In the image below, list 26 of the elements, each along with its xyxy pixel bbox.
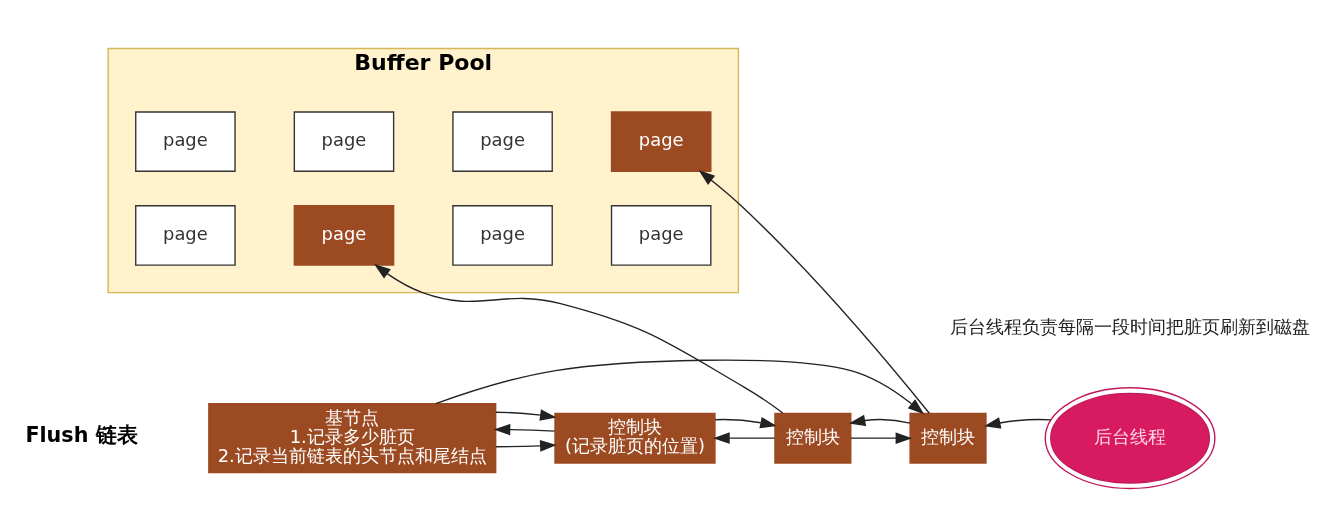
arrow (984, 416, 1052, 429)
node-box: page (293, 110, 395, 172)
arrow (848, 414, 911, 426)
arrow (698, 169, 930, 414)
arrow (495, 439, 557, 452)
arrow (493, 423, 556, 435)
node-box: page (135, 110, 236, 172)
node-box: 控制块 (记录脏页的位置) (554, 412, 716, 464)
arrow (374, 263, 784, 414)
node-box: page (610, 204, 712, 266)
node-box: page (610, 110, 712, 172)
arrow (714, 416, 777, 428)
arrow (435, 358, 925, 414)
node-ellipse: 后台线程 (1044, 386, 1216, 489)
node-box: page (293, 204, 395, 266)
arrow (850, 431, 913, 444)
node-box: 基节点 1.记录多少脏页 2.记录当前链表的头节点和尾结点 (208, 402, 497, 473)
node-box: page (452, 204, 553, 266)
arrow (495, 408, 557, 421)
arrow (713, 431, 776, 444)
label: Flush 链表 (25, 422, 138, 447)
node-box: 控制块 (774, 412, 852, 464)
node-box: page (135, 204, 236, 266)
node-label: 后台线程负责每隔一段时间把脏页刷新到磁盘 (950, 315, 1311, 337)
node-box: page (452, 110, 553, 172)
node-box: 控制块 (909, 412, 987, 464)
